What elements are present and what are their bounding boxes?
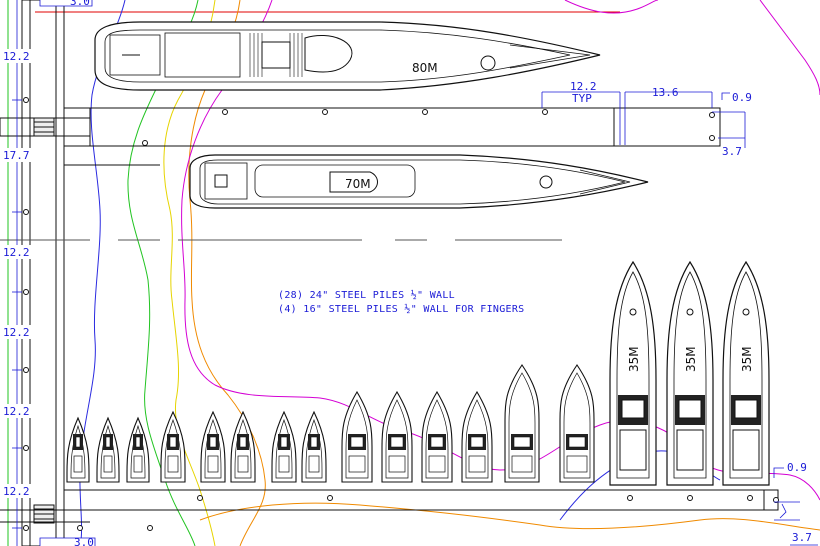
lower-walkway — [0, 489, 779, 523]
small-boat — [271, 410, 297, 483]
dim-lower-offset: 0.9 — [787, 461, 807, 474]
finger-dimension-lines — [541, 91, 746, 148]
small-boat — [230, 410, 256, 483]
small-boat — [559, 364, 595, 483]
dim-left-3: 12.2 — [3, 246, 30, 259]
boat-35m-1: 35M — [609, 260, 657, 486]
top-cut-dimension: 3.0 — [39, 0, 93, 8]
yacht-80m-label: 80M — [412, 61, 438, 75]
contour-magenta-line-3 — [564, 0, 659, 14]
boat-35m-2-label: 35M — [684, 346, 698, 372]
small-boat — [160, 410, 186, 483]
contour-orange-line-2 — [199, 502, 820, 531]
dim-upper-offset: 0.9 — [732, 91, 752, 104]
left-dimension-labels: 12.2 17.7 12.2 12.2 12.2 12.2 — [1, 49, 31, 498]
contour-magenta-line-2 — [759, 0, 820, 96]
walkway-dimension-lines — [773, 467, 818, 546]
bottom-cut-dimension: 3.0 — [39, 536, 96, 546]
pile-note-line-2: (4) 16" STEEL PILES ½" WALL FOR FINGERS — [278, 303, 525, 315]
left-dimension-lines — [12, 0, 22, 546]
dim-top-cut: 3.0 — [70, 0, 90, 8]
dim-left-2: 17.7 — [3, 149, 30, 162]
small-boat — [126, 416, 150, 483]
dim-left-5: 12.2 — [3, 405, 30, 418]
small-boat — [66, 416, 90, 483]
dim-lower-width: 3.7 — [792, 531, 812, 544]
dim-bottom-cut: 3.0 — [74, 536, 94, 546]
small-boat — [421, 390, 453, 483]
yacht-70m: 70M — [189, 154, 649, 209]
small-boat — [461, 390, 493, 483]
walkway-dimension-labels: 0.9 3.7 — [787, 461, 812, 544]
small-boat — [96, 416, 120, 483]
yacht-80m: 80M — [94, 21, 601, 91]
boat-35m-1-label: 35M — [627, 346, 641, 372]
small-boat — [200, 410, 226, 483]
contour-yellow-line — [163, 0, 216, 546]
dim-left-6: 12.2 — [3, 485, 30, 498]
dim-left-4: 12.2 — [3, 326, 30, 339]
small-boat-row — [66, 364, 595, 483]
main-pier — [21, 0, 65, 546]
small-boat — [341, 390, 373, 483]
small-boat — [301, 410, 327, 483]
dim-typ-value: 12.2 — [570, 80, 597, 93]
pile-note-line-1: (28) 24" STEEL PILES ½" WALL — [278, 289, 455, 301]
upper-finger-pier — [0, 107, 721, 166]
yacht-70m-label: 70M — [345, 177, 371, 191]
dim-left-1: 12.2 — [3, 50, 30, 63]
dim-finger-length: 13.6 — [652, 86, 679, 99]
small-boat — [381, 390, 413, 483]
small-boat — [504, 364, 540, 483]
boat-35m-3-label: 35M — [740, 346, 754, 372]
boat-35m-3: 35M — [722, 260, 770, 486]
boat-35m-2: 35M — [666, 260, 714, 486]
steel-piles — [23, 97, 779, 531]
dim-upper-width: 3.7 — [722, 145, 742, 158]
dim-typ-label: TYP — [572, 92, 592, 105]
finger-dimension-labels: 12.2 TYP 13.6 0.9 3.7 — [570, 80, 752, 158]
